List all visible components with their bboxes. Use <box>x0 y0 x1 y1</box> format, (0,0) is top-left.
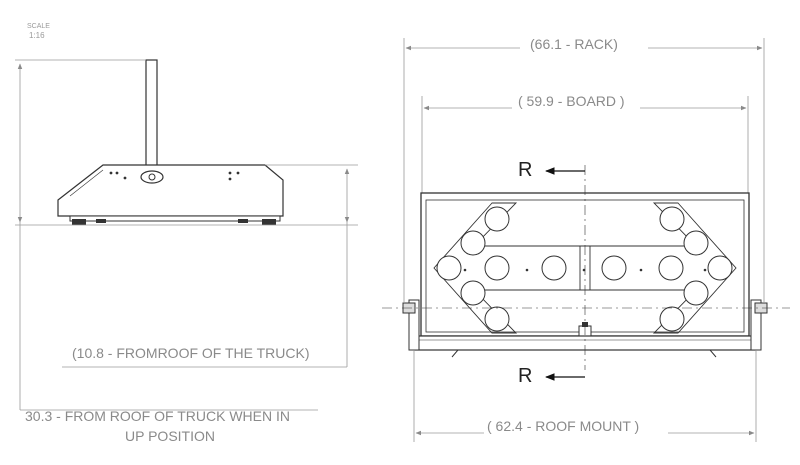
section-label-bottom: R <box>518 365 532 387</box>
dot <box>639 268 643 272</box>
dim-text-roof-mount: ( 62.4 - ROOF MOUNT ) <box>487 418 639 434</box>
rivet <box>123 176 127 180</box>
lamp <box>683 230 709 256</box>
section-label-top: R <box>518 159 532 181</box>
lamp <box>484 206 510 232</box>
dim-text-bg <box>484 418 668 436</box>
side-housing-inner-line <box>69 169 104 197</box>
center-bracket-top <box>582 322 588 327</box>
side-housing <box>57 164 284 217</box>
lamp <box>683 280 709 306</box>
scale-label: SCALE <box>27 23 50 30</box>
dim-text-board: ( 59.9 - BOARD ) <box>518 93 625 109</box>
rivet <box>228 171 232 175</box>
rivet <box>228 177 232 181</box>
dim-text-rack: (66.1 - RACK) <box>530 36 618 52</box>
side-foot <box>72 219 86 225</box>
rivet <box>115 171 119 175</box>
lamp <box>659 206 685 232</box>
dim-text-bg <box>512 93 640 111</box>
lamp <box>601 255 627 281</box>
side-hinge-bolt <box>148 173 156 181</box>
lamp <box>484 306 510 332</box>
scale-value: 1:16 <box>29 31 45 40</box>
dim-text-up-position-2: UP POSITION <box>125 428 215 444</box>
dot <box>582 268 586 272</box>
side-view: (10.8 - FROMROOF OF THE TRUCK) 30.3 - FR… <box>15 59 358 444</box>
mount-foot-left <box>448 349 460 358</box>
lamp <box>659 306 685 332</box>
rivet <box>109 171 113 175</box>
dot <box>703 268 707 272</box>
rivet <box>236 171 240 175</box>
dim-text-up-position-1: 30.3 - FROM ROOF OF TRUCK WHEN IN <box>25 408 290 424</box>
side-base-rail <box>69 215 281 222</box>
lamp-group <box>436 206 733 332</box>
lamp <box>436 255 462 281</box>
lamp <box>541 255 567 281</box>
front-view: (66.1 - RACK) ( 59.9 - BOARD ) <box>382 36 790 442</box>
dim-text-from-roof: (10.8 - FROMROOF OF THE TRUCK) <box>72 345 310 361</box>
lamp <box>484 255 510 281</box>
side-foot <box>238 219 248 223</box>
dim-text-bg <box>520 36 648 54</box>
lamp <box>460 280 486 306</box>
lamp <box>460 230 486 256</box>
mount-foot-right <box>708 349 720 358</box>
lamp <box>707 255 733 281</box>
side-foot <box>262 219 276 225</box>
side-foot <box>96 219 106 223</box>
dot <box>463 268 467 272</box>
dot <box>525 268 529 272</box>
lamp <box>658 255 684 281</box>
mast <box>145 59 158 171</box>
